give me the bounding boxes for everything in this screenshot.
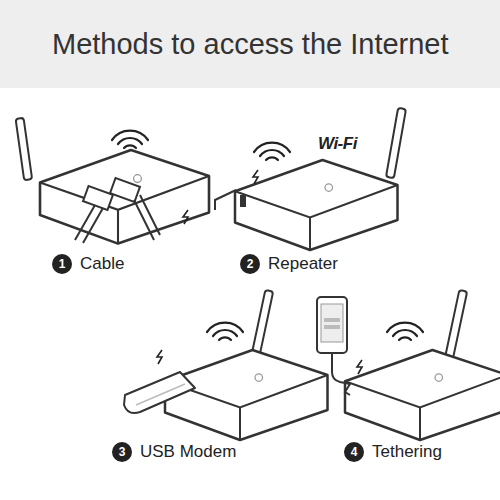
wifi-mark: Wi-Fi — [318, 134, 357, 154]
repeater-router — [215, 108, 406, 250]
callout-number: 3 — [112, 442, 132, 462]
diagram-title: Methods to access the Internet — [52, 28, 449, 61]
callout-number: 1 — [52, 254, 72, 274]
method-caption: Repeater — [268, 254, 338, 274]
usb-modem-router — [124, 290, 328, 440]
tethering-router — [317, 290, 500, 440]
callout-number: 2 — [240, 254, 260, 274]
method-caption: USB Modem — [140, 442, 236, 462]
method-caption: Tethering — [372, 442, 442, 462]
method-caption: Cable — [80, 254, 124, 274]
callout-number: 4 — [344, 442, 364, 462]
cable-router — [16, 118, 209, 244]
